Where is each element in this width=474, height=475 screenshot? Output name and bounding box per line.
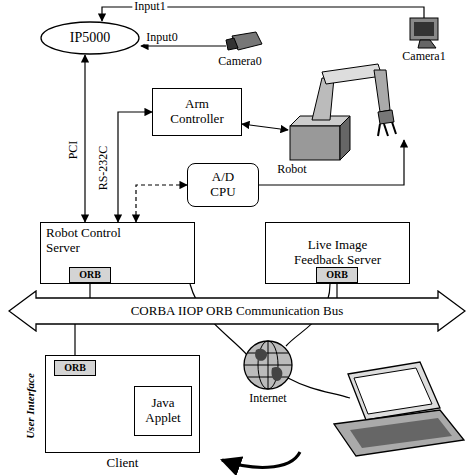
globe	[244, 341, 292, 389]
robot-lower-arm	[312, 78, 334, 120]
node-text: IP5000	[70, 30, 110, 46]
node-text: ORB	[326, 269, 348, 281]
node-text: Client	[107, 455, 139, 470]
server-box: Robot Control ServerORB	[40, 222, 195, 284]
signal-name: Input0	[144, 31, 179, 44]
sensor-wire	[259, 140, 404, 185]
orb-box: ORB	[69, 267, 111, 283]
node-text: ORB	[64, 362, 86, 374]
robot-upper-arm	[322, 64, 382, 84]
signal-wire	[141, 45, 226, 46]
globe-grid	[244, 341, 292, 389]
control-wire	[242, 124, 288, 130]
connector	[84, 55, 85, 222]
laptop-keys	[350, 418, 452, 448]
globe-land	[255, 349, 282, 381]
ellipse-outline	[41, 22, 139, 54]
robot-wrist	[378, 110, 394, 124]
node-text: Java Applet	[138, 396, 188, 426]
process-box: Arm Controller	[152, 88, 242, 136]
node-text: Robot Control Server	[46, 226, 141, 256]
robot-base-side	[340, 116, 350, 160]
device-name: Camera1	[400, 50, 447, 63]
orb-box: ORB	[54, 360, 96, 376]
process-box: A/D CPU	[187, 163, 259, 207]
node-text: Live Image Feedback Server	[285, 238, 390, 268]
bus-band: CORBA IIOP ORB Communication Bus	[8, 290, 466, 332]
orb-box: ORB	[316, 267, 358, 283]
camera-lens	[414, 22, 434, 36]
device-name: Camera0	[216, 55, 263, 68]
camera-lens	[226, 38, 238, 50]
side-label: User Interface	[24, 371, 36, 441]
curved-arrow	[222, 452, 300, 467]
connector	[336, 283, 337, 298]
node-text: ORB	[79, 269, 101, 281]
laptop-keyboard	[334, 410, 464, 456]
network-line	[288, 378, 350, 398]
node-text: CORBA IIOP ORB Communication Bus	[128, 304, 347, 319]
robot-forearm	[374, 70, 390, 112]
signal-name: Input1	[132, 0, 167, 13]
node-text: A/D CPU	[203, 170, 243, 200]
robot-gripper	[378, 122, 396, 136]
connector	[118, 112, 152, 222]
band-arrow	[9, 291, 465, 331]
ellipse-node: IP5000	[40, 21, 140, 55]
connector	[136, 185, 187, 222]
camera-stand	[418, 40, 436, 48]
edge-label: PCI	[67, 139, 80, 162]
client-box: ClientORBJava Applet	[45, 355, 200, 453]
robot-base	[290, 126, 340, 160]
applet-box: Java Applet	[134, 386, 192, 436]
node-text: Arm Controller	[162, 97, 232, 127]
laptop-display	[354, 368, 432, 414]
server-box: Live Image Feedback ServerORB	[265, 222, 410, 284]
edge-label: RS-232C	[97, 144, 110, 193]
connector	[89, 283, 90, 298]
part-name: Robot	[275, 163, 308, 176]
part-name: Internet	[247, 392, 288, 405]
camera-icon	[410, 18, 438, 40]
